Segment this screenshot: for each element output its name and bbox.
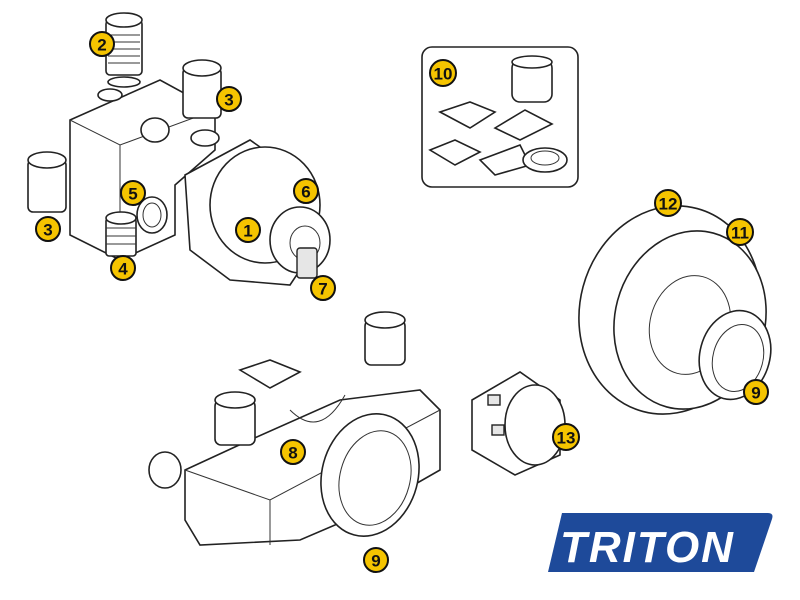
callout-badge-4: 4: [110, 255, 136, 281]
callout-badge-3: 3: [35, 216, 61, 242]
svg-text:4: 4: [118, 260, 128, 279]
svg-text:10: 10: [434, 65, 453, 84]
callout-badge-2: 2: [89, 31, 115, 57]
seal-ring: [136, 196, 168, 234]
callout-badge-8: 8: [280, 439, 306, 465]
svg-text:12: 12: [659, 195, 678, 214]
svg-text:2: 2: [97, 36, 106, 55]
callout-badge-6: 6: [293, 178, 319, 204]
svg-text:7: 7: [318, 280, 327, 299]
concealing-plate: [578, 205, 772, 415]
svg-text:11: 11: [731, 224, 749, 243]
svg-text:3: 3: [224, 91, 233, 110]
callout-badge-9: 9: [363, 547, 389, 573]
callout-badge-5: 5: [120, 180, 146, 206]
valve-body-upper: [69, 79, 216, 261]
svg-text:3: 3: [43, 221, 52, 240]
triton-logo: TRITON: [548, 513, 773, 572]
callout-badge-13: 13: [552, 423, 580, 451]
parts-kit-box: [421, 46, 579, 188]
svg-text:6: 6: [301, 183, 310, 202]
svg-text:13: 13: [557, 429, 576, 448]
svg-text:9: 9: [371, 552, 380, 571]
svg-text:8: 8: [288, 444, 297, 463]
svg-text:TRITON: TRITON: [560, 523, 735, 572]
nipple-fitting: [105, 211, 137, 257]
svg-text:5: 5: [128, 185, 137, 204]
callout-badge-10: 10: [429, 59, 457, 87]
inlet-fitting-right: [182, 59, 222, 119]
callout-badge-7: 7: [310, 275, 336, 301]
callout-badge-3: 3: [216, 86, 242, 112]
inlet-fitting-left: [27, 151, 67, 213]
inlet-fitting-top: [105, 12, 143, 88]
svg-text:9: 9: [751, 384, 760, 403]
valve-body-lower: [148, 311, 441, 546]
callout-badge-1: 1: [235, 217, 261, 243]
control-knob: [471, 371, 566, 476]
callout-badge-12: 12: [654, 189, 682, 217]
svg-text:1: 1: [243, 222, 252, 241]
callout-badge-11: 11: [726, 218, 754, 246]
callout-badge-9: 9: [743, 379, 769, 405]
